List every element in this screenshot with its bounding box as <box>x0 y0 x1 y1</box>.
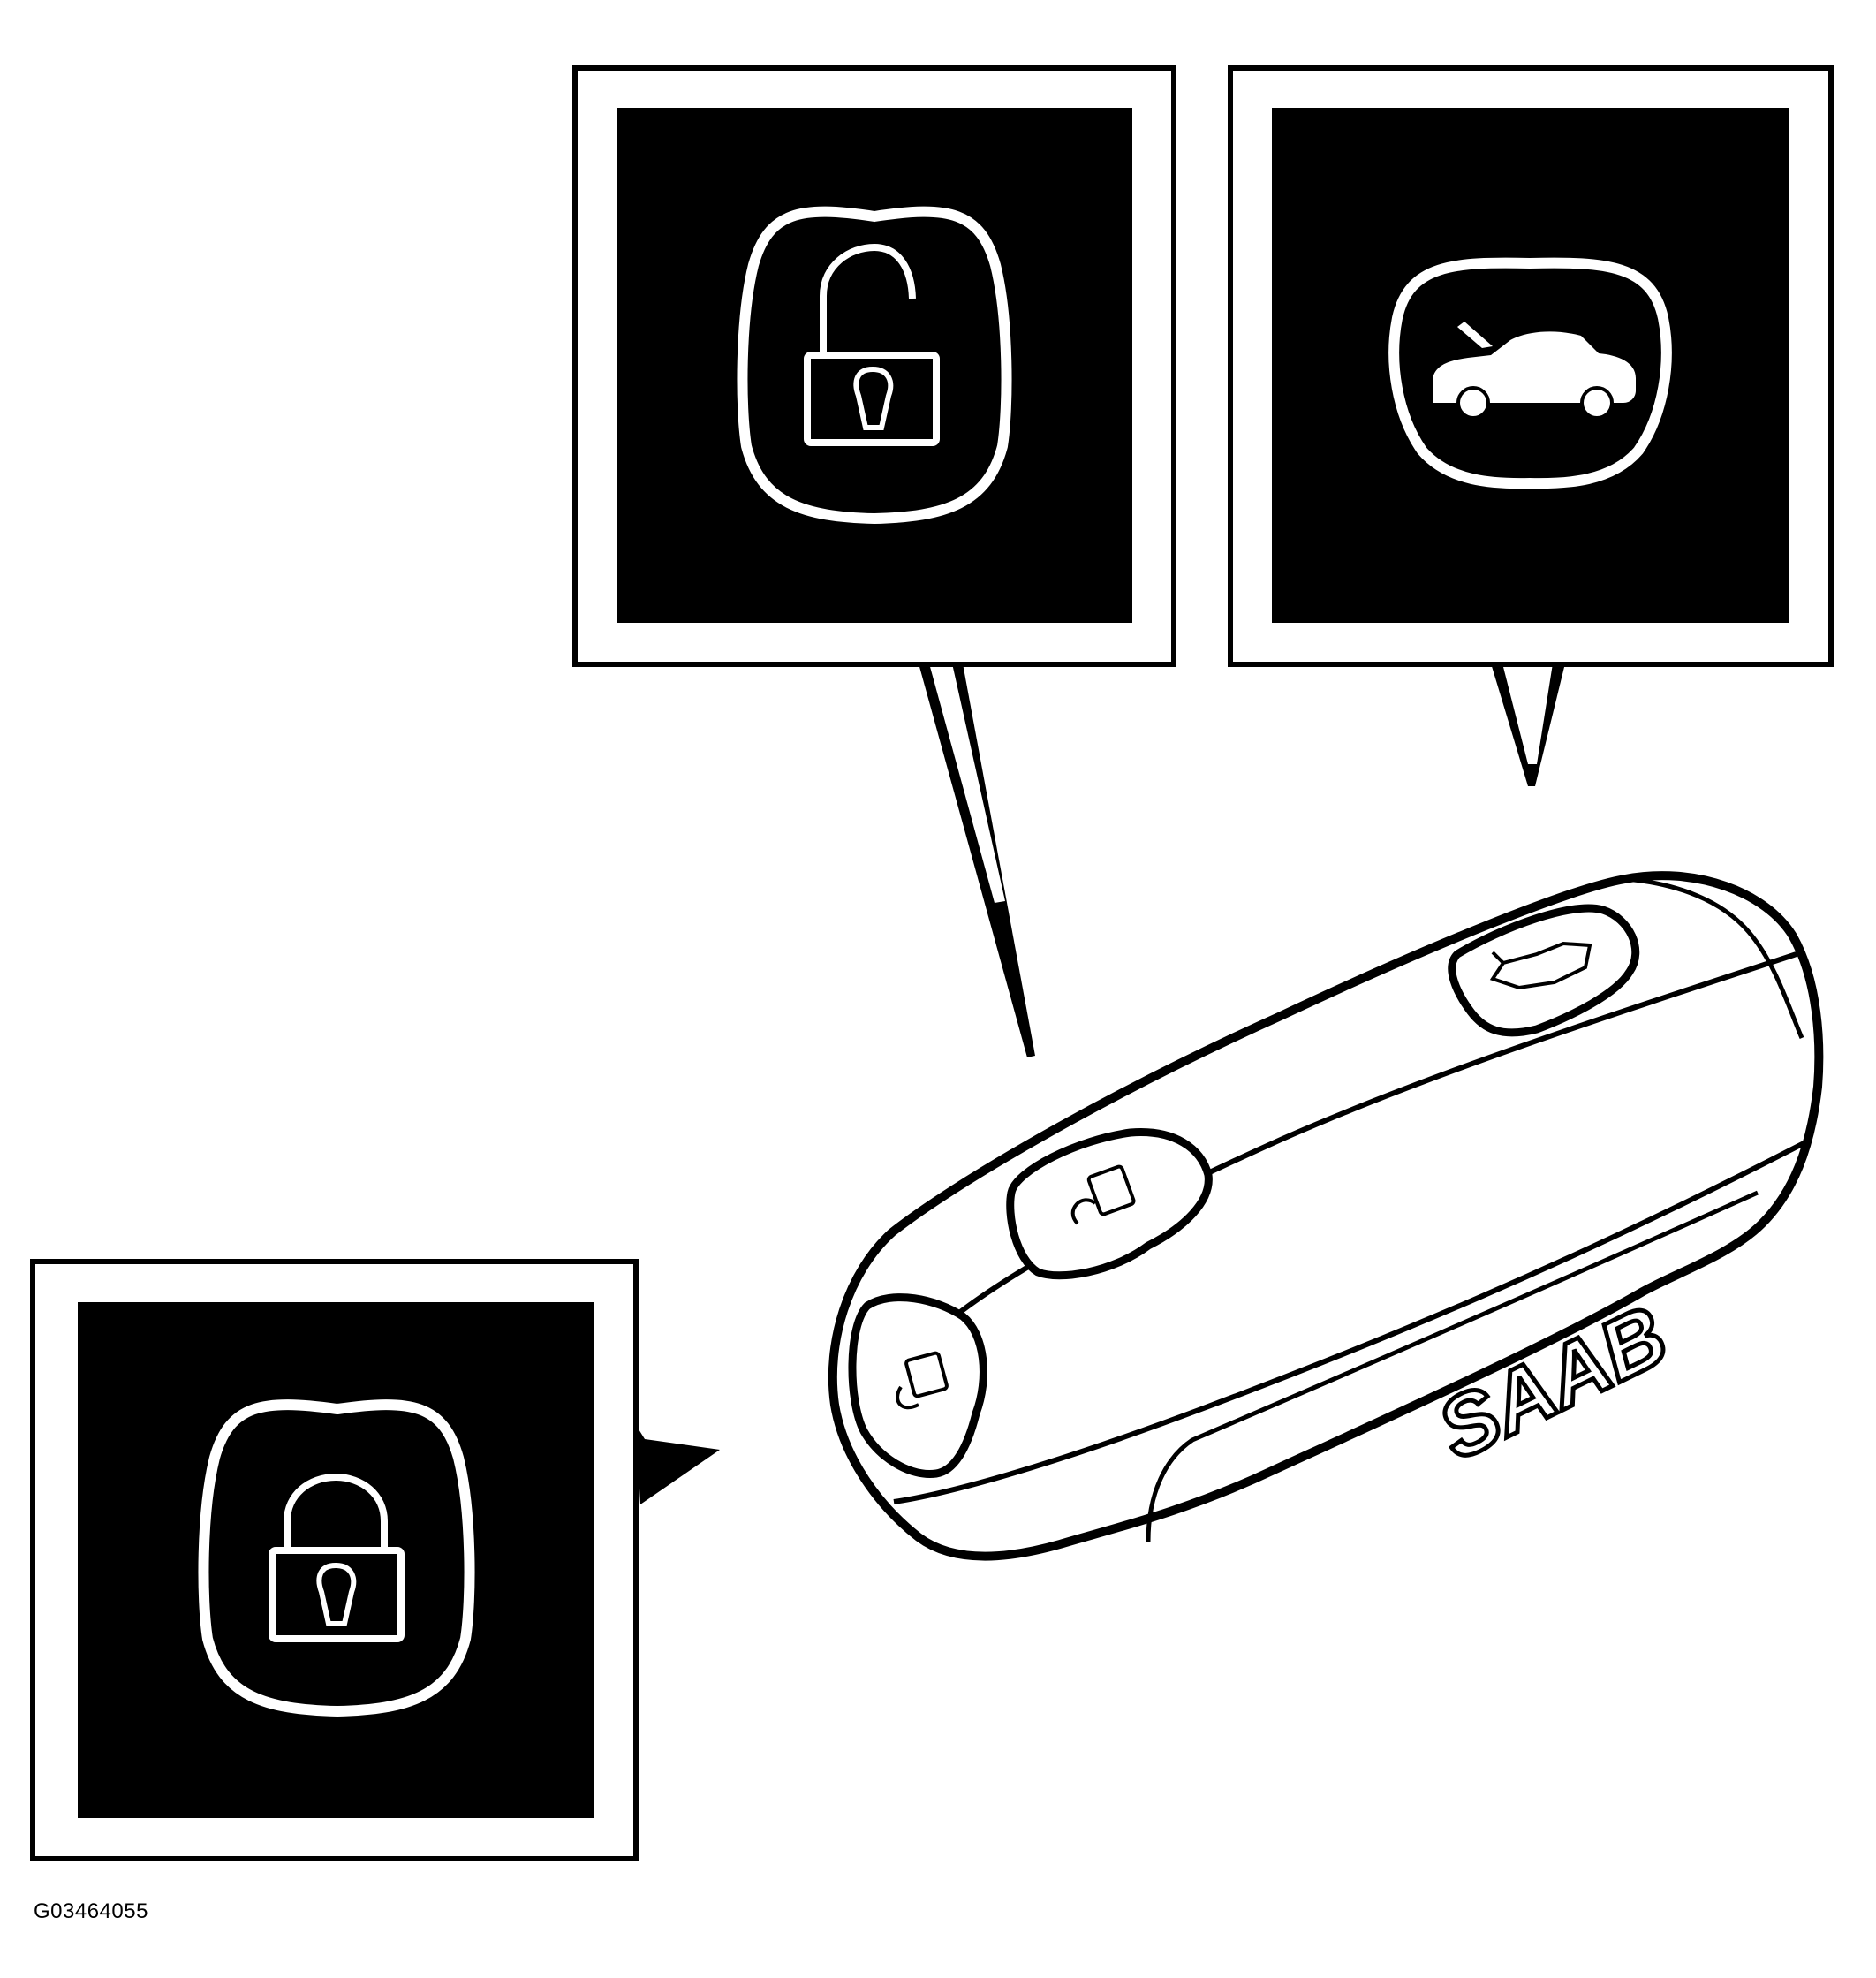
figure-code: G03464055 <box>34 1899 148 1923</box>
car-trunk-open-icon <box>1388 257 1672 489</box>
trunk-callout <box>1228 65 1834 786</box>
lock-button[interactable] <box>848 1293 987 1478</box>
locked-padlock-icon <box>198 1399 475 1717</box>
unlock-callout <box>572 65 1176 1057</box>
lock-callout <box>30 1259 720 1861</box>
unlocked-padlock-icon <box>737 206 1012 525</box>
key-fob-body <box>828 871 1824 1561</box>
unlock-button[interactable] <box>1006 1128 1213 1280</box>
trunk-button[interactable] <box>1448 904 1640 1037</box>
